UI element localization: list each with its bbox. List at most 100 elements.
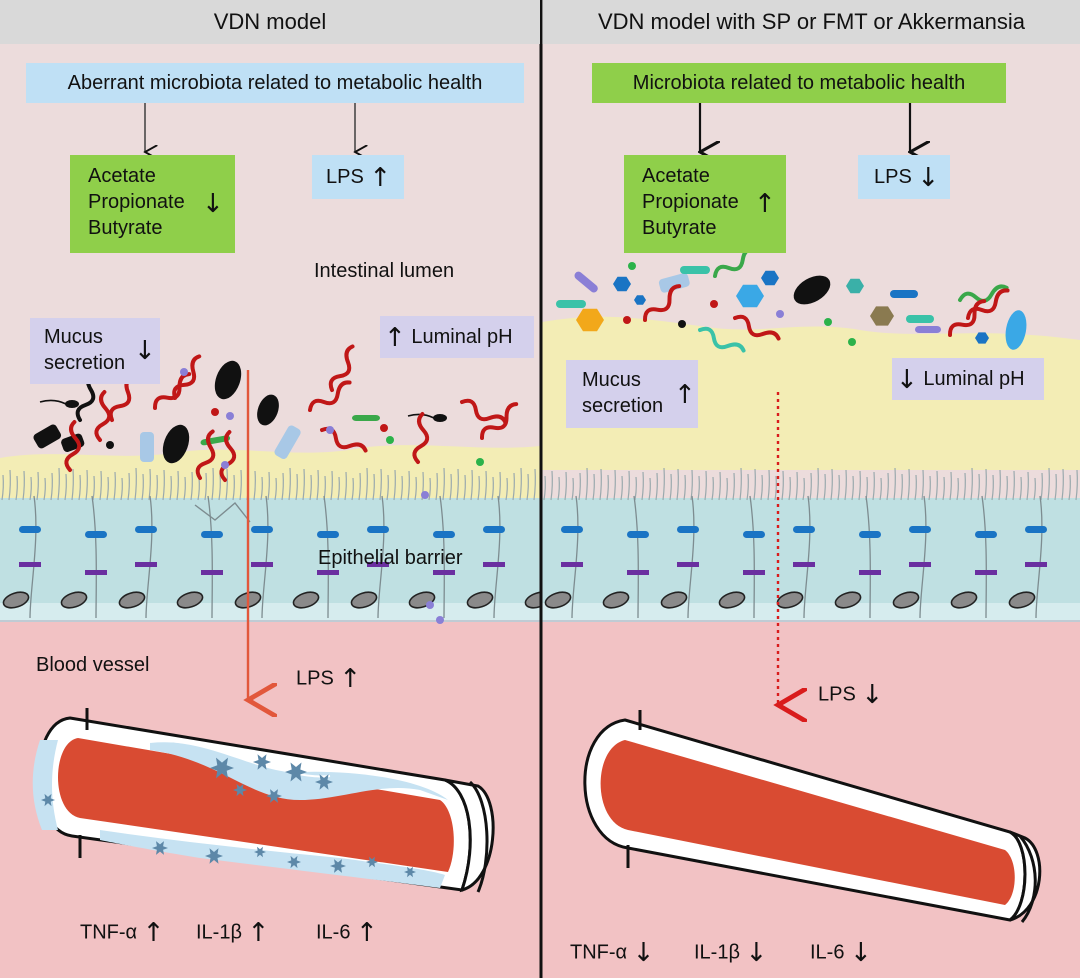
- microvillus: [218, 473, 221, 501]
- right-cytokine-il6: IL-6 ↓: [810, 938, 872, 968]
- filamentous-bacterium: [219, 430, 237, 482]
- microvillus: [43, 477, 46, 501]
- blob-bacterium: [214, 360, 242, 400]
- flagellum: [39, 399, 67, 405]
- coccus: [380, 424, 388, 432]
- microvillus: [949, 471, 952, 501]
- left-il6-arrow: ↑: [356, 918, 378, 948]
- tight-junction-occludin: [251, 562, 273, 567]
- right-mucus-layer: [542, 316, 1080, 470]
- right-bacteria-cluster: [556, 246, 1027, 353]
- nucleus: [544, 591, 572, 609]
- microvillus: [963, 472, 966, 501]
- filamentous-bacterium: [328, 344, 355, 392]
- microvillus: [634, 476, 637, 501]
- cell-border: [493, 495, 501, 619]
- microvillus: [599, 468, 602, 501]
- microvillus: [662, 467, 665, 501]
- immune-cell: [210, 757, 234, 779]
- microvillus: [753, 468, 756, 501]
- hex-bacterium: [846, 278, 864, 294]
- coccus: [678, 320, 686, 328]
- coccus: [426, 601, 434, 609]
- microvillus: [571, 477, 574, 501]
- microvillus: [428, 477, 431, 501]
- microvillus: [260, 476, 263, 501]
- nucleus: [602, 591, 630, 609]
- right-tnf-arrow: ↓: [632, 938, 655, 968]
- microvillus: [274, 477, 277, 501]
- tight-junction-occludin: [85, 570, 107, 575]
- microvillus: [512, 472, 515, 501]
- immune-cell: [287, 855, 301, 869]
- tight-junction-claudin: [483, 526, 505, 533]
- right-lps-down-arrow: ↓: [917, 162, 940, 193]
- microvillus: [851, 475, 854, 501]
- hex-bacterium: [576, 308, 604, 332]
- coccus: [710, 300, 718, 308]
- cell-border: [865, 495, 871, 619]
- microvillus: [64, 473, 67, 501]
- left-mucus-layer: [0, 445, 540, 500]
- rod-bacterium: [556, 300, 586, 308]
- cell-border: [207, 495, 213, 619]
- epithelium-body: [0, 498, 540, 622]
- right-scfa-butyrate: Butyrate: [642, 217, 717, 239]
- cell-border: [323, 495, 329, 619]
- microvillus: [788, 476, 791, 501]
- microvillus: [176, 470, 179, 501]
- right-cytokine-il1b: IL-1β ↓: [694, 938, 767, 968]
- left-il1b-label: IL-1β: [196, 921, 242, 944]
- microvillus: [197, 477, 200, 501]
- immune-cell: [253, 754, 271, 770]
- hex-bacterium: [761, 270, 779, 286]
- immune-cell: [366, 856, 378, 868]
- microvillus: [85, 469, 88, 501]
- microvillus: [8, 469, 11, 501]
- microvillus: [29, 476, 32, 501]
- microvillus: [351, 477, 354, 501]
- microvillus: [557, 476, 560, 501]
- blob-bacterium: [793, 275, 831, 305]
- microvillus: [1075, 469, 1078, 501]
- immune-cell: [41, 793, 55, 807]
- nucleus: [118, 591, 146, 609]
- tight-junction-occludin: [561, 562, 583, 567]
- nucleus: [1008, 591, 1036, 609]
- rod-bacterium: [906, 315, 934, 323]
- microvillus: [484, 470, 487, 501]
- rod-bacterium: [140, 432, 154, 462]
- cell-border: [633, 495, 639, 619]
- rod-bacterium: [352, 415, 380, 421]
- immune-cell: [404, 866, 416, 878]
- microvillus: [907, 468, 910, 501]
- left-lps-up-arrow: ↑: [369, 162, 392, 193]
- microvillus: [372, 473, 375, 501]
- microvillus: [718, 471, 721, 501]
- microvillus: [393, 469, 396, 501]
- hex-bacterium: [736, 284, 764, 308]
- tight-junction-occludin: [135, 562, 157, 567]
- left-mucus-line1: Mucus: [44, 326, 103, 348]
- coccus: [226, 412, 234, 420]
- tight-junction-occludin: [1025, 562, 1047, 567]
- microvillus: [977, 473, 980, 501]
- left-luminal-ph-box: ↑ Luminal pH: [380, 316, 534, 358]
- left-mucus-box: Mucus secretion ↓: [30, 318, 160, 384]
- left-tnf-arrow: ↑: [142, 918, 165, 948]
- damaged-cell: [194, 501, 251, 523]
- tight-junction-occludin: [201, 570, 223, 575]
- microvillus: [746, 473, 749, 501]
- immune-cell: [330, 859, 346, 873]
- tight-junction-occludin: [677, 562, 699, 567]
- microvillus: [725, 477, 728, 501]
- blob-bacterium: [1005, 310, 1027, 350]
- microvillus: [802, 477, 805, 501]
- right-luminal-ph-box: ↓ Luminal pH: [892, 358, 1044, 400]
- microvillus: [1005, 475, 1008, 501]
- microvillus: [830, 468, 833, 501]
- microvillus: [456, 468, 459, 501]
- left-blood-vessel: [32, 708, 495, 893]
- nucleus: [350, 591, 378, 609]
- microvillus: [984, 468, 987, 501]
